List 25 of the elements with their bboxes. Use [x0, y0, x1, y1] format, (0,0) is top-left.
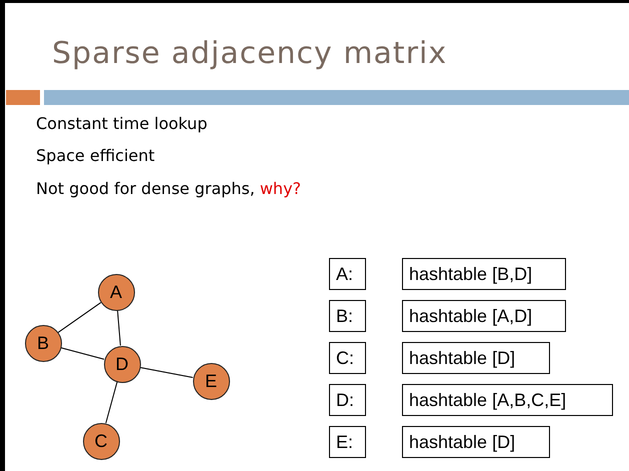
adjacency-list-box: hashtable [A,B,C,E] [402, 384, 613, 416]
edge-line [58, 302, 102, 333]
bullet-text: Not good for dense graphs, [36, 179, 255, 198]
edge-line [140, 366, 194, 378]
graph-vertex: E [192, 362, 230, 400]
graph-vertex: C [82, 422, 120, 460]
adjacency-list-box: hashtable [D] [402, 426, 550, 458]
graph-vertex: A [98, 274, 134, 310]
vertex-key-box: E: [329, 426, 366, 458]
graph-vertex: B [24, 324, 62, 362]
edge-line [60, 347, 105, 360]
adjacency-list-box: hashtable [A,D] [402, 300, 566, 332]
adjacency-list-box: hashtable [B,D] [402, 258, 566, 290]
edge-line [117, 310, 121, 346]
graph-vertex: D [104, 346, 140, 382]
vertex-key-box: D: [329, 384, 366, 416]
slide-title: Sparse adjacency matrix [52, 36, 448, 71]
question-text: why? [260, 179, 302, 198]
vertex-key-box: B: [329, 300, 366, 332]
bullet-text: Space efficient [36, 146, 155, 165]
vertex-key-box: A: [329, 258, 366, 290]
adjacency-list-box: hashtable [D] [402, 342, 550, 374]
edge-line [105, 381, 118, 424]
bullet-text: Constant time lookup [36, 114, 208, 133]
vertex-key-box: C: [329, 342, 366, 374]
